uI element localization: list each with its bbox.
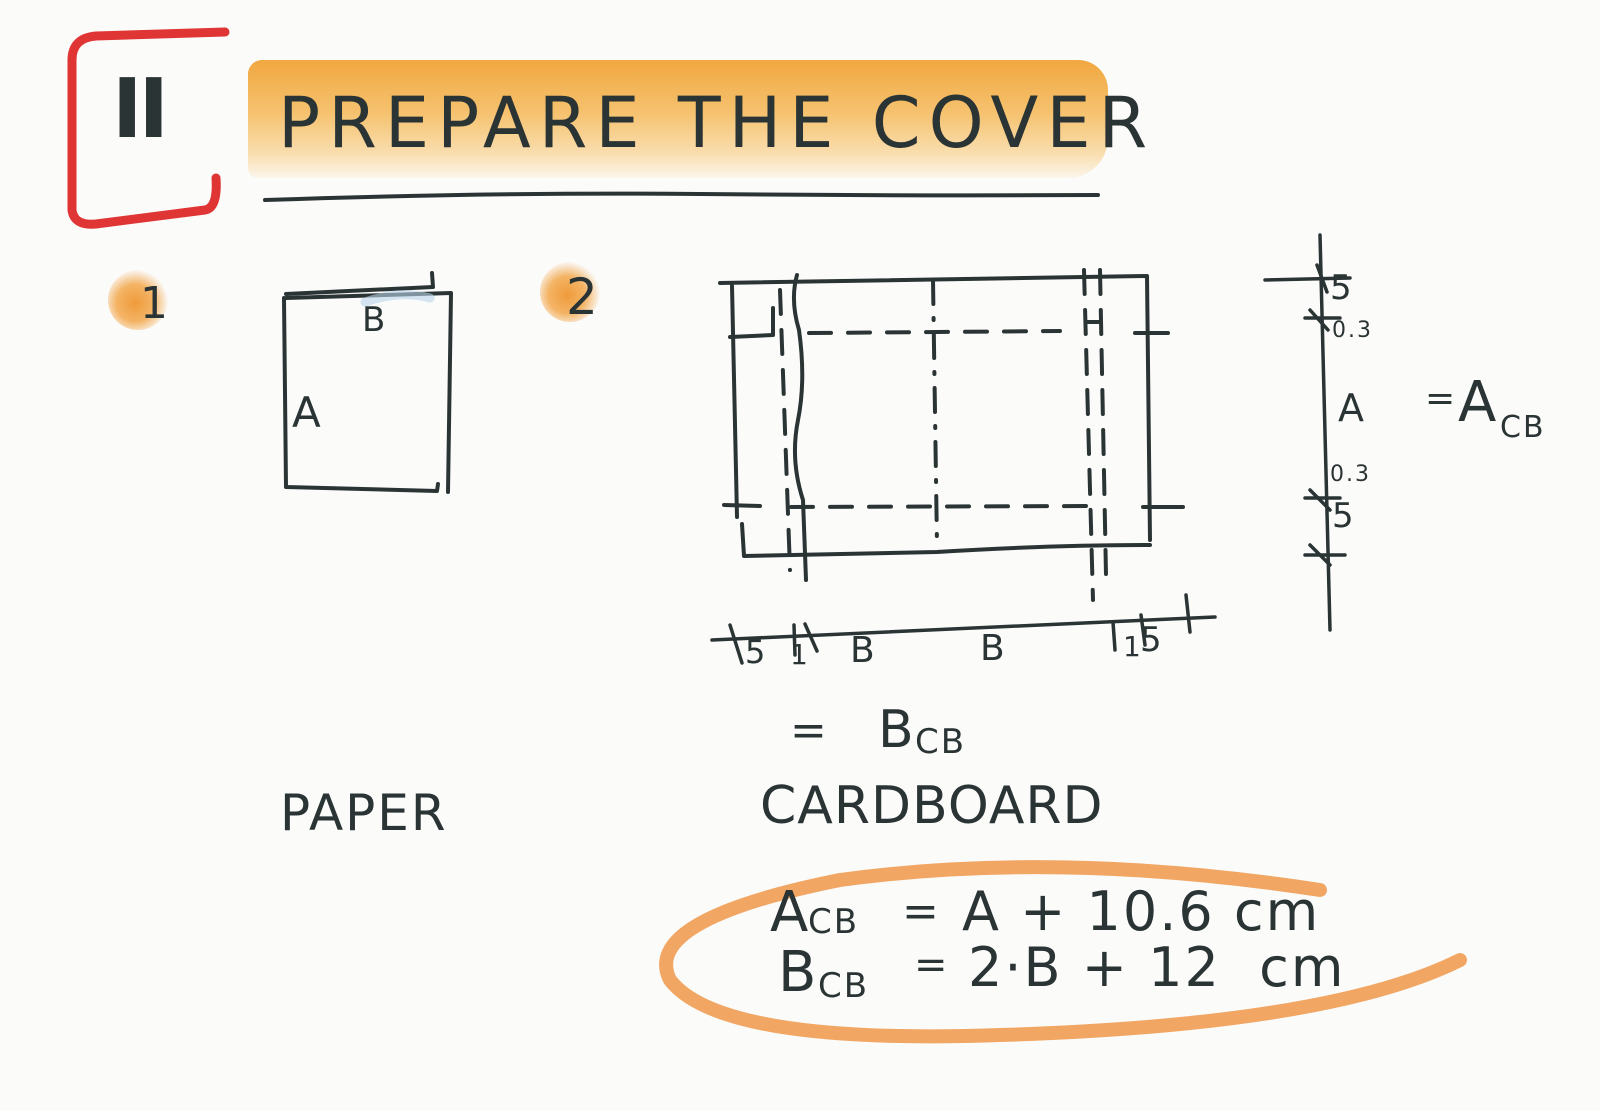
dim-h-b-right: B [980,628,1007,669]
acb-subscript: CB [1500,410,1546,445]
formula-acb-eq: = [902,886,941,937]
dim-v-03-top: 0.3 [1332,318,1373,343]
acb-symbol: A [1458,370,1499,435]
bcb-subscript: CB [915,722,967,762]
formula-ellipse [659,860,1467,1044]
dim-h-5-right: 5 [1140,620,1164,660]
section-bracket [67,27,230,229]
step-badge-2 [540,262,600,322]
dim-h-1-right: 1 [1123,630,1143,663]
dim-h-5-left: 5 [745,633,768,671]
bcb-symbol: B [878,700,916,760]
formula-acb-expression: A + 10.6 cm [962,880,1321,943]
dim-v-03-bottom: 0.3 [1330,462,1371,487]
cardboard-caption: CARDBOARD [760,776,1104,836]
formula-bcb-subscript: CB [818,966,870,1006]
dim-v-a: A [1338,386,1366,430]
page-title: PREPARE THE COVER [278,82,1156,164]
paper-caption: PAPER [280,784,448,842]
formula-bcb-expression: 2·B + 12 cm [968,936,1346,999]
step-number-1: 1 [140,278,170,329]
dim-v-5-top: 5 [1330,268,1354,308]
step-badge-1 [108,270,168,330]
paper-label-b: B [362,300,388,340]
formula-acb-symbol: A [770,880,811,945]
title-watercolor-wash [248,60,1108,178]
acb-eq: = [1425,378,1458,419]
bcb-eq: = [790,705,829,756]
dim-h-1-left: 1 [790,638,810,671]
step-number-2: 2 [566,268,600,326]
formula-bcb-eq: = [914,942,950,988]
section-numeral: II [112,62,169,157]
dim-v-5-bottom: 5 [1332,496,1356,536]
paper-label-a: A [292,388,323,437]
formula-acb-subscript: CB [808,902,860,942]
formula-bcb-symbol: B [778,940,819,1005]
dim-h-b-left: B [850,630,877,671]
